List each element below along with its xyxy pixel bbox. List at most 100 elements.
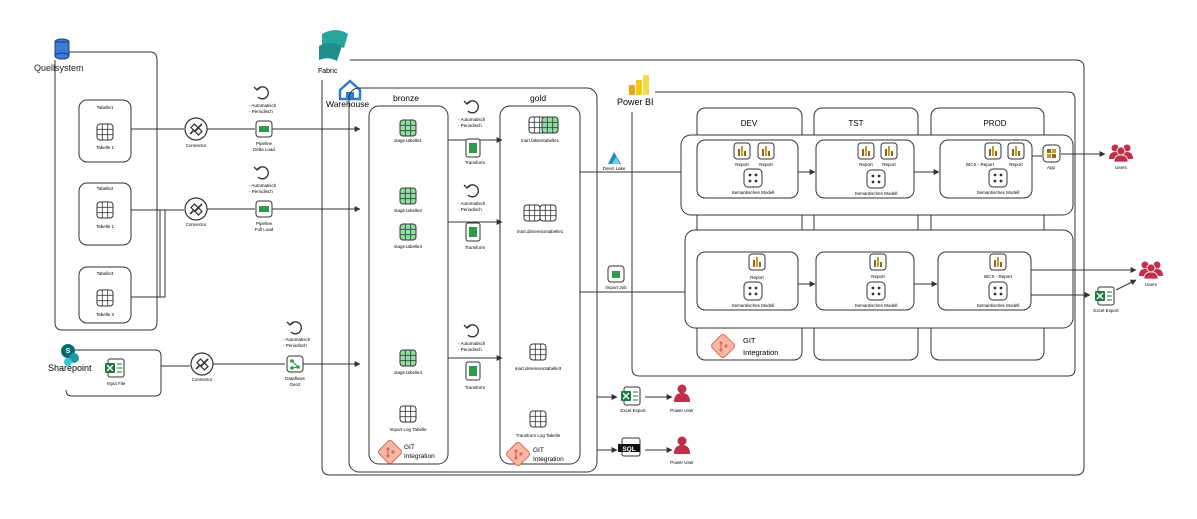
transform-icon	[465, 138, 481, 158]
report-icon	[857, 142, 875, 160]
refresh-text: - Periodisch	[458, 123, 482, 128]
quellsystem-title: Quellsystem	[34, 63, 84, 73]
refresh-icon	[253, 166, 269, 180]
table-label: Tabelle 1	[96, 145, 115, 150]
git-icon	[709, 332, 737, 360]
import-job-icon	[607, 265, 625, 283]
report-label: Report	[759, 162, 773, 167]
pipeline-label: Full Load	[255, 227, 274, 232]
report-label: Report	[735, 162, 749, 167]
fabric-logo-icon	[319, 30, 348, 61]
bronze-item-label: stage.tabelle3	[394, 244, 423, 249]
dim-table-icon	[539, 204, 557, 222]
gold-item-label: Transform Log Tabelle	[516, 433, 561, 438]
report-label: Report	[882, 162, 896, 167]
excel-icon	[620, 386, 641, 406]
source-table-3: Tabelle3 Tabelle 3	[78, 266, 132, 324]
table-label: Tabelle 3	[96, 312, 115, 317]
refresh-text: - Automatisch	[283, 337, 311, 342]
quellsystem-group: Quellsystem Tabelle1 Tabelle 1 Tabelle2 …	[34, 38, 158, 331]
dev-workspace-2	[696, 251, 799, 311]
refresh-text: - Periodisch	[283, 343, 307, 348]
tst-workspace-2	[815, 251, 915, 311]
git-label: GIT	[404, 444, 415, 451]
git-label: Integration	[743, 348, 778, 357]
bronze-item-label: stage.tabelle4	[394, 370, 423, 375]
dataflow-icon	[286, 355, 304, 373]
bronze-title: bronze	[393, 93, 419, 103]
dataflow-label: Dataflows	[285, 376, 306, 381]
pipeline-label: Pipeline	[256, 221, 273, 226]
prod-workspace-2	[937, 251, 1032, 311]
power-user-icon	[674, 436, 690, 454]
refresh-icon	[463, 100, 479, 114]
sql-text: SQL	[622, 446, 635, 453]
users-label: Users	[1145, 282, 1158, 287]
excel-file-icon	[104, 358, 125, 378]
stage-table-icon	[399, 187, 417, 205]
env-title-dev: DEV	[741, 119, 758, 128]
app-icon	[1042, 144, 1061, 163]
semantic-model-label: Semantisches Modell	[732, 190, 775, 195]
ibcs-report-label: IBCS - Report	[984, 274, 1013, 279]
database-icon	[54, 38, 70, 60]
transform-label: Transform	[465, 245, 486, 250]
powerbi-logo-icon	[629, 75, 649, 95]
bronze-item-label: stage.tabelle1	[394, 138, 423, 143]
semantic-model-label: Semantisches Modell	[732, 303, 775, 308]
warehouse-title: Warehouse	[326, 99, 369, 109]
log-table-icon	[399, 405, 417, 423]
git-label: GIT	[533, 447, 544, 454]
connector-icon	[190, 352, 214, 376]
git-icon	[376, 438, 404, 466]
power-user-label: Power User	[670, 408, 694, 413]
refresh-icon	[463, 324, 479, 338]
semantic-model-label: Semantisches Modell	[977, 303, 1020, 308]
semantic-model-icon	[866, 169, 886, 189]
warehouse-container	[348, 87, 598, 473]
fact-table-icon	[541, 116, 559, 134]
sharepoint-group: S Sharepoint Input File Connector - Auto…	[48, 321, 361, 397]
gold-layer: gold mart.faktentabelle1 mart.dimensiont…	[499, 93, 581, 468]
direct-lake-label: Direct Lake	[603, 166, 626, 171]
report-icon	[984, 142, 1002, 160]
refresh-icon	[463, 184, 479, 198]
refresh-text: - Periodisch	[249, 189, 273, 194]
report-label: Report	[750, 275, 764, 280]
ibcs-report-label: IBCS - Report	[966, 162, 995, 167]
sharepoint-title: Sharepoint	[48, 363, 92, 373]
git-label: Integration	[533, 456, 564, 463]
powerbi-container: Power BI DEV TST PROD Report Report Sema…	[617, 75, 1164, 377]
excel-icon	[1094, 286, 1115, 306]
pipeline-label: Pipeline	[256, 141, 273, 146]
refresh-text: - Automatisch	[249, 103, 277, 108]
ingest-row-2: Connector - Automatisch - Periodisch Pip…	[131, 166, 361, 298]
power-user-label: Power User	[670, 460, 694, 465]
excel-export-label: Excel Export	[1093, 308, 1119, 313]
connector-label: Connector	[186, 143, 207, 148]
warehouse-icon	[338, 79, 362, 101]
report-icon	[880, 142, 898, 160]
users-icon	[1108, 144, 1134, 163]
semantic-model-icon	[866, 281, 886, 301]
report-icon	[869, 253, 887, 271]
direct-lake-icon	[608, 152, 621, 164]
dim-table-icon	[529, 343, 547, 361]
gold-item-label: mart.dimensiontabelle3	[515, 366, 562, 371]
pipeline-label: Delta Load	[253, 147, 275, 152]
semantic-model-label: Semantisches Modell	[855, 303, 898, 308]
refresh-text: - Periodisch	[458, 207, 482, 212]
refresh-text: - Periodisch	[458, 347, 482, 352]
powerbi-title: Power BI	[617, 97, 654, 107]
transform-steps: - Automatisch - Periodisch Transform - A…	[448, 100, 503, 390]
semantic-model-icon	[988, 168, 1008, 188]
bronze-item-label: Import Log Tabelle	[390, 427, 427, 432]
app-label: App	[1047, 165, 1056, 170]
power-user-icon	[674, 384, 690, 402]
connector-label: Connector	[192, 377, 213, 382]
transform-icon	[465, 222, 481, 242]
semantic-model-label: Semantisches Modell	[977, 190, 1020, 195]
sharepoint-icon: S	[61, 344, 79, 366]
table-icon	[96, 289, 114, 307]
table-header: Tabelle2	[97, 186, 114, 191]
